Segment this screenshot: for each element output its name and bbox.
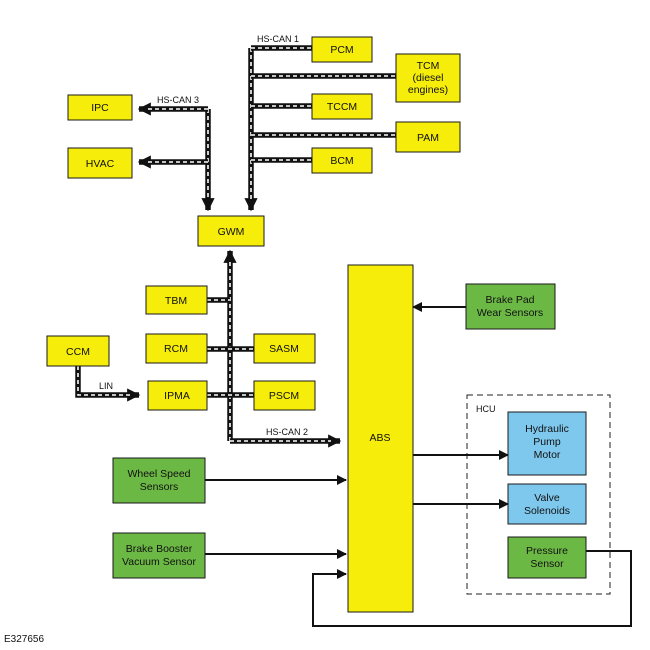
module-pcm: PCM <box>311 36 373 63</box>
module-pam: PAM <box>395 121 461 153</box>
module-tccm: TCCM <box>311 93 373 120</box>
tccm-label: TCCM <box>327 101 357 113</box>
actuator-valve-solenoids: Valve Solenoids <box>507 483 587 525</box>
hs-can-3-label: HS-CAN 3 <box>157 95 199 105</box>
sensor-brake-booster-vacuum: Brake Booster Vacuum Sensor <box>112 532 206 579</box>
hs-can-2-label: HS-CAN 2 <box>266 427 308 437</box>
rcm-label: RCM <box>164 343 188 355</box>
lin-label: LIN <box>99 381 113 391</box>
lin-bus <box>75 366 141 402</box>
valve-label-1: Valve <box>534 492 560 504</box>
hcu-label: HCU <box>476 404 496 414</box>
pscm-label: PSCM <box>269 390 299 402</box>
module-pscm: PSCM <box>253 380 316 411</box>
tcm-label-2: (diesel <box>413 72 444 84</box>
sensor-wheel-speed: Wheel Speed Sensors <box>112 457 206 504</box>
hs-can-1-label: HS-CAN 1 <box>257 34 299 44</box>
wheel-speed-label-2: Sensors <box>140 481 179 493</box>
module-tbm: TBM <box>145 285 208 315</box>
tbm-label: TBM <box>165 295 187 307</box>
module-rcm: RCM <box>145 333 208 364</box>
figure-id: E327656 <box>4 634 44 645</box>
module-ipc: IPC <box>67 94 133 121</box>
hs-can-3-bus <box>137 102 215 212</box>
pump-label-2: Pump <box>533 436 561 448</box>
ipma-label: IPMA <box>164 390 190 402</box>
abs-label: ABS <box>369 432 390 444</box>
pcm-label: PCM <box>330 44 353 56</box>
brake-pad-label-1: Brake Pad <box>485 294 534 306</box>
pressure-label-2: Sensor <box>530 558 564 570</box>
hcu-group <box>466 394 611 595</box>
module-sasm: SASM <box>253 333 316 364</box>
hvac-label: HVAC <box>86 158 115 170</box>
tcm-label-1: TCM <box>417 60 440 72</box>
sasm-label: SASM <box>269 343 299 355</box>
valve-label-2: Solenoids <box>524 505 570 517</box>
ccm-label: CCM <box>66 346 90 358</box>
hs-can-2-bus <box>207 249 342 448</box>
tcm-label-3: engines) <box>408 84 448 96</box>
brake-booster-label-1: Brake Booster <box>126 543 193 555</box>
hs-can-1-bus <box>244 45 396 212</box>
brake-pad-label-2: Wear Sensors <box>477 307 543 319</box>
module-tcm: TCM (diesel engines) <box>395 53 461 103</box>
pump-label-1: Hydraulic <box>525 423 569 435</box>
sensor-brake-pad-wear: Brake Pad Wear Sensors <box>465 283 556 330</box>
module-ccm: CCM <box>46 335 110 367</box>
pam-label: PAM <box>417 132 439 144</box>
module-abs: ABS <box>347 264 414 613</box>
pressure-label-1: Pressure <box>526 545 568 557</box>
module-bcm: BCM <box>311 147 373 174</box>
ipc-label: IPC <box>91 102 109 114</box>
wheel-speed-label-1: Wheel Speed <box>127 468 190 480</box>
module-gwm: GWM <box>197 215 265 247</box>
module-hvac: HVAC <box>67 147 133 179</box>
pump-label-3: Motor <box>534 449 561 461</box>
module-ipma: IPMA <box>147 380 208 411</box>
brake-booster-label-2: Vacuum Sensor <box>122 556 196 568</box>
gwm-label: GWM <box>218 226 245 238</box>
sensor-pressure: Pressure Sensor <box>507 536 587 579</box>
bcm-label: BCM <box>330 155 353 167</box>
hardwired-connections <box>205 302 632 627</box>
actuator-hydraulic-pump-motor: Hydraulic Pump Motor <box>507 411 587 476</box>
